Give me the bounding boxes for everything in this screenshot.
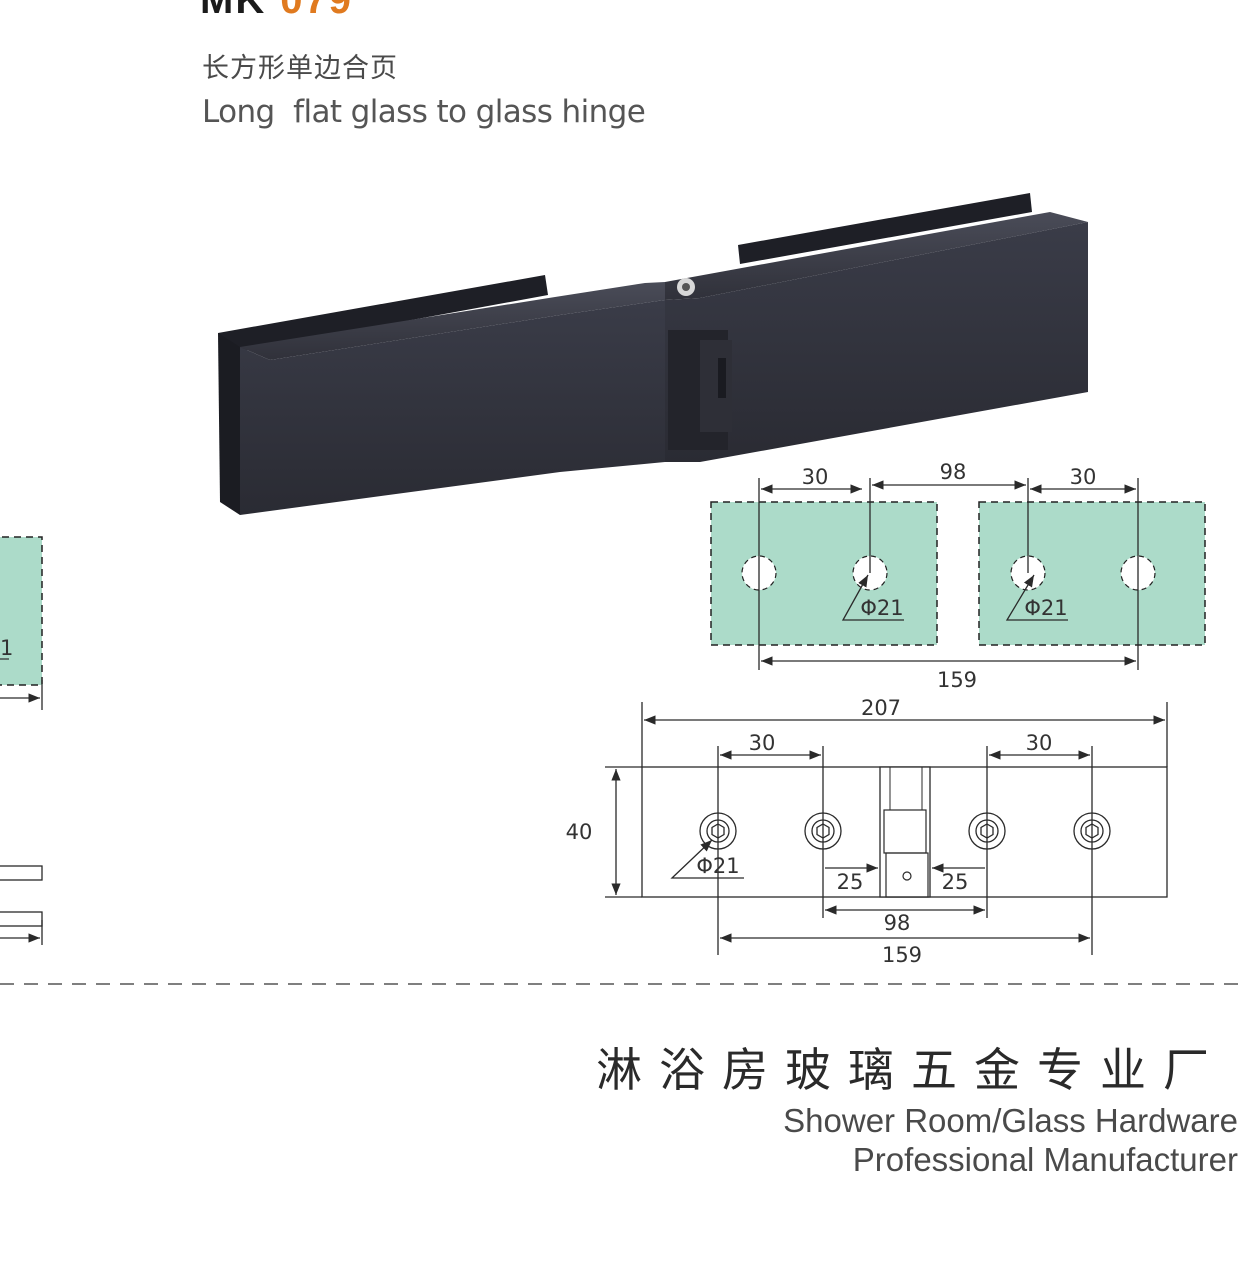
dim-hinge-left-gap: 25 (837, 870, 864, 894)
dim-hinge-height: 40 (566, 820, 593, 844)
dim-glass-center-spacing: 98 (940, 460, 967, 484)
footer-slogan-chinese: 淋浴房玻璃五金专业厂 (596, 1043, 1226, 1097)
dim-hinge-hole: Φ21 (696, 854, 739, 878)
dim-hinge-right-spacing: 30 (1026, 731, 1053, 755)
left-partial-diagram: 1 (0, 536, 43, 945)
dim-glass-outer-spacing: 159 (937, 668, 977, 692)
product-code-prefix: MK (200, 0, 267, 22)
dim-glass-right-spacing: 30 (1070, 465, 1097, 489)
dim-hinge-right-gap: 25 (942, 870, 969, 894)
hinge-product-image (218, 193, 1088, 515)
dim-glass-hole-left: Φ21 (860, 596, 903, 620)
left-partial-label: 1 (0, 636, 13, 660)
dim-hinge-overall-length: 207 (861, 696, 901, 720)
dim-glass-hole-right: Φ21 (1024, 596, 1067, 620)
dim-hinge-center-spacing: 98 (884, 911, 911, 935)
product-title-chinese: 长方形单边合页 (202, 53, 398, 84)
product-code: MK 079 (200, 0, 353, 23)
product-title-english: Long flat glass to glass hinge (202, 94, 646, 130)
footer-slogan-english-line2: Professional Manufacturer (852, 1141, 1238, 1178)
footer-slogan-english-line1: Shower Room/Glass Hardware (783, 1102, 1238, 1139)
glass-cutout-diagram: 30 98 30 Φ21 Φ21 159 (710, 460, 1206, 692)
dim-hinge-left-spacing: 30 (749, 731, 776, 755)
dim-hinge-outer-spacing: 159 (882, 943, 922, 967)
product-code-number: 079 (280, 0, 353, 22)
hinge-plan-diagram: 207 30 30 40 Φ21 25 25 98 159 (566, 696, 1168, 967)
dim-glass-left-spacing: 30 (802, 465, 829, 489)
